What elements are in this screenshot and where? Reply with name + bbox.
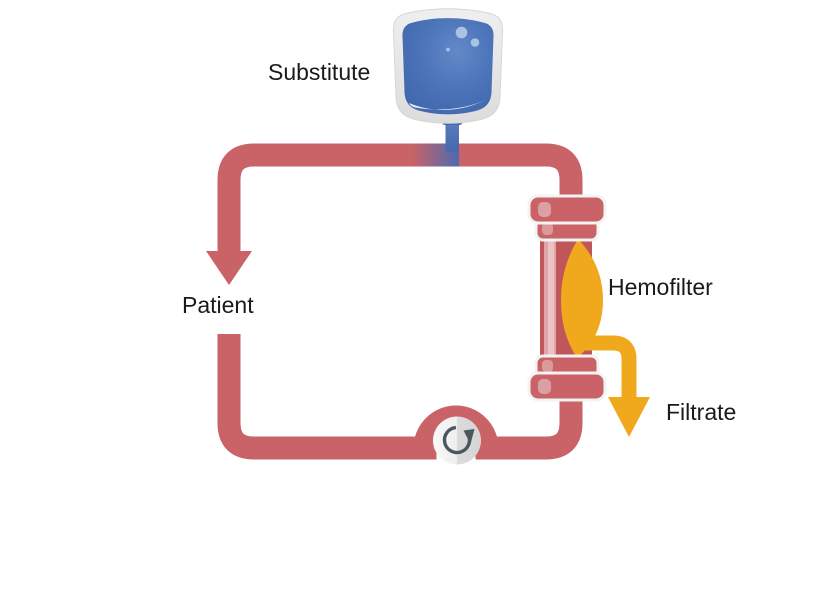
filter-top-cap-collar-highlight	[542, 223, 553, 235]
filter-top-cap-disk-highlight	[538, 202, 551, 217]
bag-fluid	[402, 18, 494, 115]
filter-top-cap	[527, 194, 607, 242]
filter-bottom-cap-collar-highlight	[542, 360, 553, 372]
blood-circuit-tubing	[206, 143, 583, 460]
filter-bottom-cap	[527, 354, 607, 402]
substitute-label: Substitute	[268, 59, 370, 85]
hemofilter-cartridge	[527, 194, 650, 437]
bag-bubble-large	[455, 26, 468, 39]
pump-wheel	[433, 416, 481, 465]
circuit-tube-bottom-run	[217, 334, 583, 460]
circuit-tube-top-run	[217, 143, 583, 253]
substitute-iv-bag	[392, 8, 504, 167]
pump-rotation-arrowhead	[463, 429, 475, 444]
filter-membrane-crescent	[561, 239, 603, 358]
roller-pump	[433, 416, 481, 465]
filter-body-highlight-bright	[548, 236, 554, 362]
filtrate-arrowhead	[608, 397, 650, 437]
filter-bottom-cap-disk-highlight	[538, 379, 551, 394]
patient-arrowhead	[206, 251, 252, 285]
filtrate-tube	[582, 335, 637, 399]
bag-bubble-medium	[470, 38, 480, 47]
filtrate-label: Filtrate	[666, 399, 736, 425]
patient-label: Patient	[182, 292, 254, 318]
hemofilter-label: Hemofilter	[608, 274, 713, 300]
bag-bubble-small	[446, 47, 450, 52]
pump-rotation-arrow-icon	[442, 425, 472, 455]
